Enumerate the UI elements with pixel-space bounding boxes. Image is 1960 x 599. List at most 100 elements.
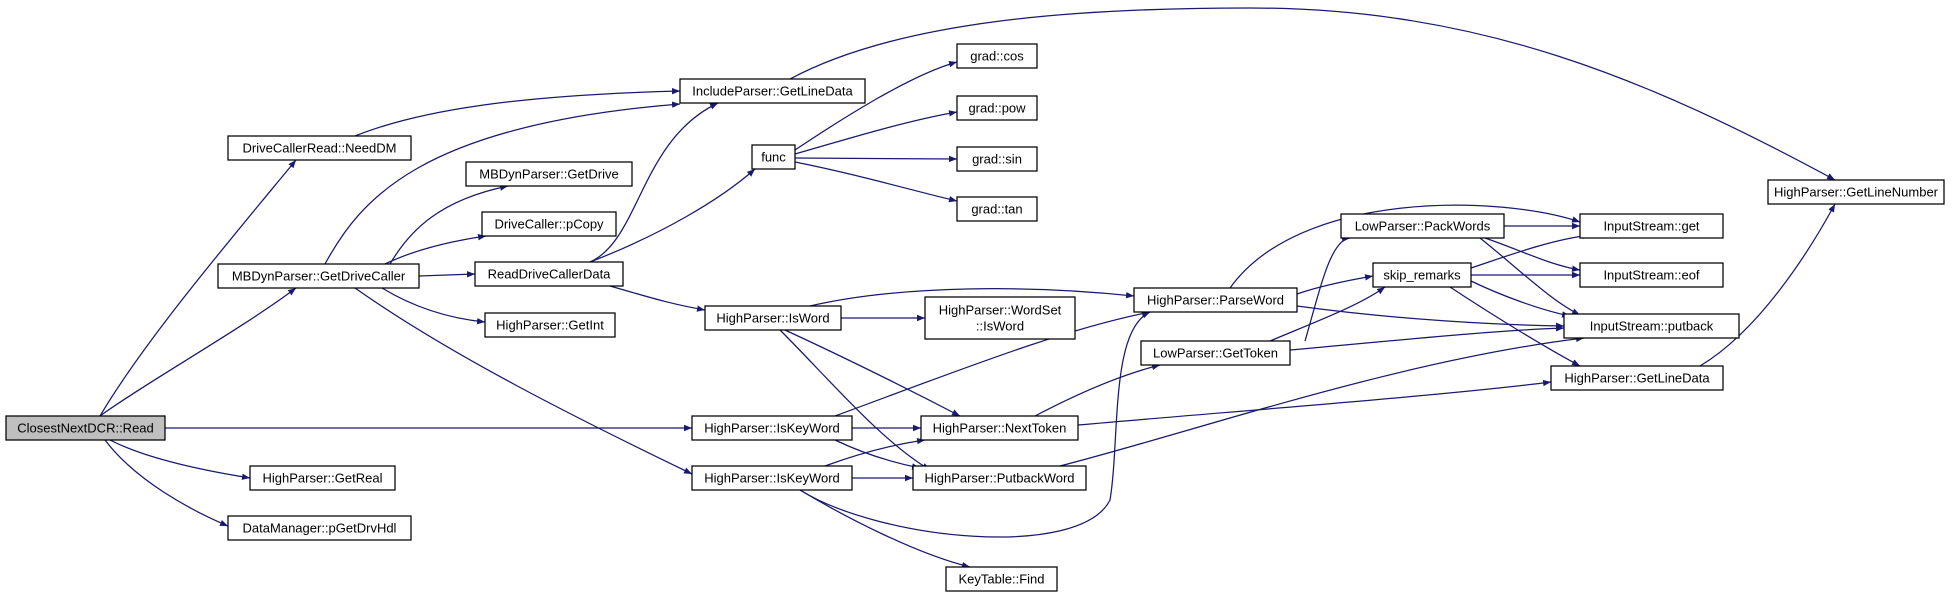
- node-label: HighParser::PutbackWord: [924, 471, 1074, 486]
- node-box: [465, 161, 633, 187]
- edge-getdrivecaller-to-getint: [381, 287, 486, 325]
- edge-root-to-getreal: [109, 439, 251, 480]
- node-putbackword[interactable]: HighParser::PutbackWord: [912, 465, 1087, 491]
- node-gettoken[interactable]: LowParser::GetToken: [1140, 340, 1291, 366]
- node-box: [920, 415, 1079, 441]
- edges-layer: [99, 7, 1836, 569]
- edge-skipremarks-to-hp_getlinedata: [1449, 286, 1581, 367]
- node-getlinenumber[interactable]: HighParser::GetLineNumber: [1767, 179, 1945, 205]
- node-gradsin[interactable]: grad::sin: [956, 146, 1038, 172]
- node-label: DriveCallerRead::NeedDM: [243, 141, 397, 156]
- node-label: HighParser::GetLineData: [1564, 371, 1710, 386]
- node-box: [1563, 313, 1740, 339]
- node-gradtan[interactable]: grad::tan: [956, 196, 1038, 222]
- node-packwords[interactable]: LowParser::PackWords: [1340, 213, 1505, 239]
- edge-parseword-to-skipremarks: [1296, 274, 1374, 295]
- node-box: [1579, 262, 1724, 288]
- edge-root-to-needdm: [99, 159, 297, 417]
- node-label: MBDynParser::GetDrive: [479, 167, 618, 182]
- node-label: grad::tan: [971, 202, 1022, 217]
- node-skipremarks[interactable]: skip_remarks: [1372, 262, 1472, 288]
- node-box: [5, 415, 166, 441]
- edge-gettoken-to-skipremarks: [1269, 286, 1386, 342]
- node-box: [1340, 213, 1505, 239]
- node-box: [481, 211, 617, 237]
- edge-hp_getlinedata-to-getlinenumber: [1699, 203, 1836, 367]
- node-getint[interactable]: HighParser::GetInt: [484, 312, 616, 338]
- node-box: [679, 78, 866, 104]
- node-gradcos[interactable]: grad::cos: [956, 43, 1038, 69]
- node-label: InputStream::eof: [1603, 268, 1699, 283]
- node-getdrive[interactable]: MBDynParser::GetDrive: [465, 161, 633, 187]
- node-isget[interactable]: InputStream::get: [1579, 213, 1724, 239]
- edge-getdrivecaller-to-readdrivecallerdata: [418, 271, 476, 278]
- node-wordset[interactable]: HighParser::WordSet::IsWord: [924, 296, 1076, 340]
- node-pgetdrvhdl[interactable]: DataManager::pGetDrvHdl: [227, 515, 412, 541]
- edge-root-to-getdrivecaller: [99, 287, 297, 417]
- node-box: [1550, 365, 1724, 391]
- node-label: LowParser::PackWords: [1355, 219, 1491, 234]
- node-box: [945, 566, 1058, 592]
- node-box: [956, 95, 1038, 121]
- node-gradpow[interactable]: grad::pow: [956, 95, 1038, 121]
- edge-iskeyword1-to-putbackword: [834, 439, 921, 470]
- edge-gettoken-to-isputback: [1289, 325, 1565, 351]
- node-label: HighParser::IsWord: [716, 311, 829, 326]
- node-iskeyword2[interactable]: HighParser::IsKeyWord: [691, 465, 853, 491]
- edge-func-to-gradcos: [794, 61, 958, 151]
- node-getdrivecaller[interactable]: MBDynParser::GetDriveCaller: [217, 263, 420, 289]
- node-isputback[interactable]: InputStream::putback: [1563, 313, 1740, 339]
- node-label: grad::sin: [972, 152, 1022, 167]
- node-inc_getlinedata[interactable]: IncludeParser::GetLineData: [679, 78, 866, 104]
- node-box: [484, 312, 616, 338]
- edge-iskeyword1-to-parseword: [834, 310, 1151, 417]
- node-box: [217, 263, 420, 289]
- node-nexttoken[interactable]: HighParser::NextToken: [920, 415, 1079, 441]
- node-box: [704, 305, 842, 331]
- node-needdm[interactable]: DriveCallerRead::NeedDM: [227, 135, 412, 161]
- edge-putbackword-to-isputback: [1059, 335, 1585, 467]
- node-hp_getlinedata[interactable]: HighParser::GetLineData: [1550, 365, 1724, 391]
- edge-getdrivecaller-to-iskeyword2: [354, 287, 693, 475]
- nodes-layer: ClosestNextDCR::Read DriveCallerRead::Nee…: [5, 43, 1945, 592]
- edge-readdrivecallerdata-to-func: [589, 168, 756, 263]
- edge-parseword-to-isputback: [1296, 305, 1565, 330]
- edge-inc_getlinedata-to-getlinenumber: [789, 7, 1836, 181]
- node-iseof[interactable]: InputStream::eof: [1579, 262, 1724, 288]
- node-label: IncludeParser::GetLineData: [692, 84, 853, 99]
- node-getreal[interactable]: HighParser::GetReal: [249, 465, 396, 491]
- edge-packwords-to-isputback: [1479, 237, 1581, 316]
- node-box: [227, 515, 412, 541]
- node-box: [691, 465, 853, 491]
- node-label: InputStream::get: [1603, 219, 1699, 234]
- node-label: KeyTable::Find: [959, 572, 1045, 587]
- edge-nexttoken-to-gettoken: [1034, 363, 1161, 417]
- node-iskeyword1[interactable]: HighParser::IsKeyWord: [691, 415, 853, 441]
- node-box: [691, 415, 853, 441]
- edge-parseword-to-isget: [1229, 204, 1581, 289]
- edge-func-to-gradsin: [794, 155, 958, 163]
- node-label: HighParser::IsKeyWord: [704, 471, 840, 486]
- node-readdrivecallerdata[interactable]: ReadDriveCallerData: [474, 261, 624, 287]
- node-label: ClosestNextDCR::Read: [17, 421, 154, 436]
- edge-getdrivecaller-to-pcopy: [384, 233, 487, 265]
- node-label: HighParser::GetInt: [496, 318, 604, 333]
- edge-func-to-gradtan: [794, 161, 958, 203]
- edge-iswordhp-to-nexttoken: [784, 329, 961, 417]
- node-box: [249, 465, 396, 491]
- node-box: [956, 146, 1038, 172]
- edge-packwords-to-iseof: [1484, 237, 1581, 272]
- node-box: [1140, 340, 1291, 366]
- edge-getdrivecaller-to-getdrive: [389, 184, 509, 265]
- node-label: ReadDriveCallerData: [488, 267, 612, 282]
- node-label: ::IsWord: [976, 319, 1024, 334]
- edge-iskeyword2-to-parseword: [799, 311, 1151, 538]
- edge-readdrivecallerdata-to-inc_getlinedata: [589, 102, 719, 263]
- node-parseword[interactable]: HighParser::ParseWord: [1133, 287, 1298, 313]
- node-box: [956, 43, 1038, 69]
- node-iswordhp[interactable]: HighParser::IsWord: [704, 305, 842, 331]
- node-find[interactable]: KeyTable::Find: [945, 566, 1058, 592]
- node-box: [912, 465, 1087, 491]
- node-func[interactable]: func: [751, 144, 796, 170]
- node-pcopy[interactable]: DriveCaller::pCopy: [481, 211, 617, 237]
